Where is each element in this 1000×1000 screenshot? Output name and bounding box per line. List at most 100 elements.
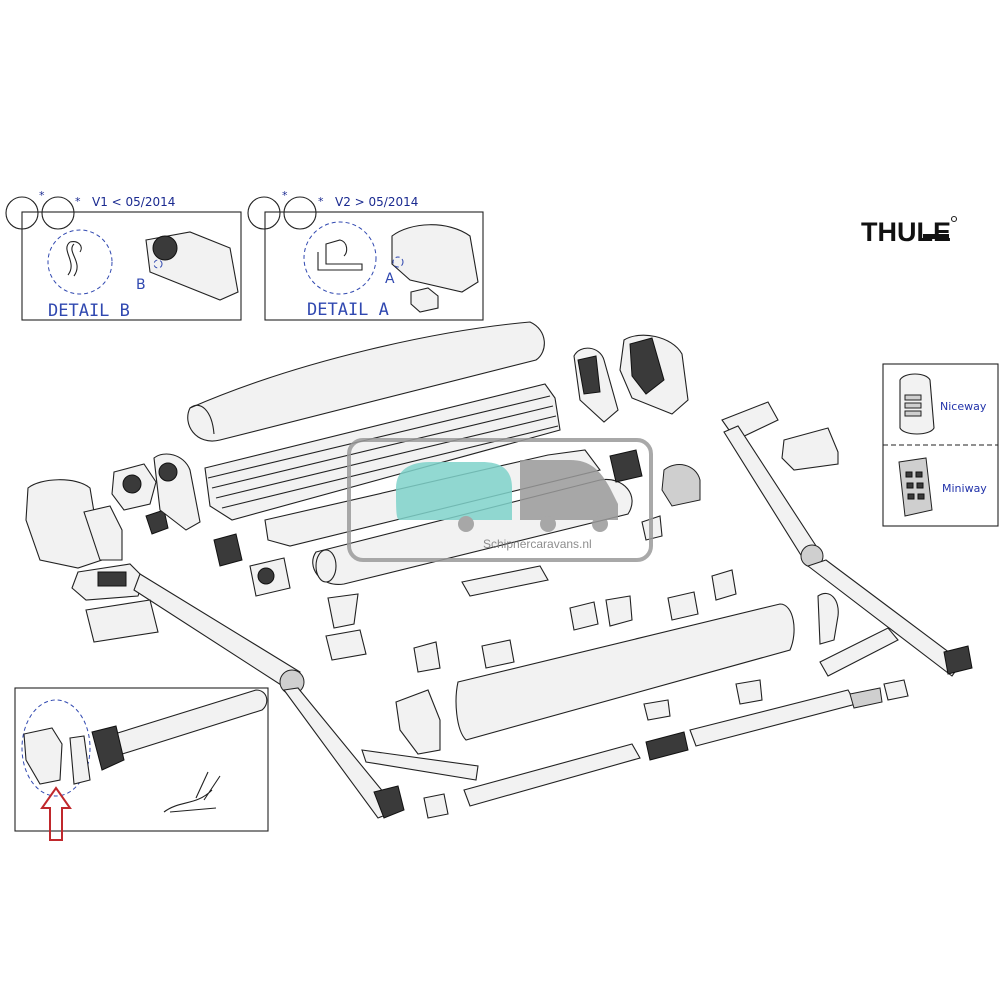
fitting-2-hub (257, 567, 275, 585)
watermark-van-icon (520, 460, 618, 520)
fitting-7 (481, 639, 515, 669)
rail-clip-4 (735, 679, 763, 705)
detail-b-cap-hub (152, 235, 178, 261)
fitting-8 (569, 601, 599, 631)
niceway-button-3 (904, 410, 922, 417)
detail-b-version: V1 < 05/2014 (92, 195, 175, 209)
end-cap-inner-detail (577, 355, 601, 395)
inset-bracket (69, 735, 91, 785)
marker-star-3: * (282, 189, 288, 202)
rail-end (883, 679, 909, 701)
fitting-1 (213, 533, 243, 567)
niceway-button-1 (904, 394, 922, 401)
brand-registered-mark (950, 215, 958, 223)
rail-spring (849, 687, 883, 709)
detail-b-zoom-circle (47, 229, 113, 295)
detail-a-panel: * * V2 > 05/2014 DETAIL A A (247, 189, 484, 321)
motor-inset-panel (14, 687, 269, 841)
detail-b-letter: B (136, 277, 146, 293)
marker-star-4: * (318, 195, 324, 208)
fitting-9 (605, 595, 633, 627)
detail-b-point-circle (153, 259, 163, 269)
inset-cable (163, 771, 221, 813)
right-arm-foot (943, 645, 973, 675)
brand-logo-bar (923, 234, 949, 239)
rafter-arm (361, 749, 479, 781)
rail-clip-3 (643, 699, 671, 721)
fitting-3 (609, 449, 643, 483)
marker-circle-4 (283, 196, 317, 230)
right-arm-support (819, 627, 899, 677)
remotes-panel: Niceway Miniway (882, 363, 999, 527)
detail-a-letter: A (385, 271, 395, 287)
marker-circle-3 (247, 196, 281, 230)
highlight-arrow (40, 786, 72, 841)
miniway-remote-icon (898, 457, 933, 517)
watermark-wheel-2 (540, 516, 556, 532)
tension-rail-right (689, 689, 857, 747)
marker-star-1: * (39, 189, 45, 202)
detail-b-frame (21, 211, 242, 321)
niceway-label: Niceway (940, 400, 987, 413)
front-bar-end-cap (395, 689, 441, 755)
watermark-wheel-1 (458, 516, 474, 532)
small-fittings (213, 449, 737, 673)
detail-b-label: DETAIL B (48, 301, 130, 321)
inset-zoom-ellipse (21, 699, 91, 797)
detail-a-end-cap (391, 224, 479, 293)
end-cap-outer-detail (629, 337, 665, 395)
rail-clip-2 (423, 793, 449, 819)
inset-motor (91, 725, 125, 771)
watermark-wheel-3 (592, 516, 608, 532)
miniway-button-1 (905, 471, 913, 478)
detail-a-zoom-circle (303, 221, 377, 295)
fitting-5 (325, 629, 367, 661)
inset-end-cap (23, 727, 63, 785)
left-arm-cover (85, 599, 159, 643)
detail-a-small-block (410, 287, 439, 313)
thule-logo: THULE (861, 215, 958, 247)
miniway-button-3 (906, 482, 914, 489)
cassette-cover-edge (189, 404, 215, 435)
marker-star-2: * (75, 195, 81, 208)
roller-tube-end (315, 549, 337, 583)
right-arm-bracket (817, 592, 839, 645)
miniway-button-5 (907, 493, 915, 500)
watermark: Schipnercaravans.nl (347, 438, 653, 562)
detail-b-panel: * * V1 < 05/2014 DETAIL B B (5, 189, 242, 321)
right-arm-cover (781, 427, 839, 471)
left-end-cap-hub (158, 462, 178, 482)
niceway-button-2 (904, 402, 922, 409)
left-drive-parts (25, 453, 201, 569)
miniway-button-2 (915, 471, 923, 478)
watermark-caravan-icon (396, 462, 512, 520)
detail-a-frame (264, 211, 484, 321)
front-bar-parts (361, 603, 909, 819)
detail-a-profile-part (317, 239, 363, 271)
fitting-10 (667, 591, 699, 621)
motor-inset-frame (14, 687, 269, 832)
main-profile-groove-3 (215, 415, 557, 499)
detail-a-version: V2 > 05/2014 (335, 195, 418, 209)
main-profile-groove-2 (211, 405, 554, 489)
left-end-cover (25, 479, 103, 569)
fitting-11 (711, 569, 737, 601)
rail-connector (645, 731, 689, 761)
tension-rail-left (463, 743, 641, 807)
rail-clip (461, 565, 549, 597)
left-arm (71, 563, 405, 819)
left-arm-foot (373, 785, 405, 819)
roller-plug (661, 464, 701, 507)
right-arm (721, 401, 973, 677)
gear-coupling (145, 509, 169, 535)
miniway-label: Miniway (942, 482, 987, 495)
main-profile (204, 383, 561, 521)
cassette-cover (187, 321, 545, 442)
watermark-frame (347, 438, 653, 562)
fitting-6 (413, 641, 441, 673)
detail-a-label: DETAIL A (307, 300, 389, 320)
right-end-caps (573, 334, 689, 423)
miniway-button-6 (917, 493, 925, 500)
front-bar (455, 603, 795, 741)
